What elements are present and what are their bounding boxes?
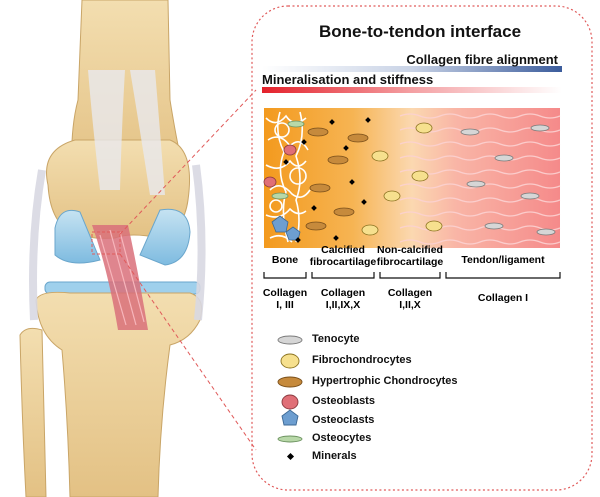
- legend-label-minerals: Minerals: [312, 450, 357, 462]
- tenocyte-icon: [277, 335, 303, 345]
- collagen-label-tendon: Collagen I: [477, 292, 529, 304]
- collagen-alignment-label: Collagen fibre alignment: [406, 52, 558, 67]
- zone-brackets: [263, 272, 561, 279]
- osteocyte-icon: [277, 435, 303, 443]
- collagen-alignment-bar: [262, 66, 562, 72]
- zoom-line-bottom: [119, 253, 257, 451]
- osteoblast-icon: [281, 394, 299, 410]
- legend-label-fibrochondrocytes: Fibrochondrocytes: [312, 354, 412, 366]
- knee-illustration: [19, 0, 206, 497]
- interface-frame: [251, 5, 593, 491]
- legend-label-osteoblasts: Osteoblasts: [312, 395, 375, 407]
- legend-label-tenocyte: Tenocyte: [312, 333, 360, 345]
- zone-label-tendon: Tendon/ligament: [461, 254, 545, 266]
- mineralisation-label: Mineralisation and stiffness: [262, 72, 434, 87]
- zoom-line-top: [119, 89, 257, 235]
- fibrochondrocyte-icon: [280, 353, 300, 369]
- tissue-panel: [263, 108, 561, 248]
- mineral-icon: [286, 452, 295, 461]
- hypertrophic-chondrocyte-icon: [277, 376, 303, 388]
- legend-label-osteoclasts: Osteoclasts: [312, 414, 375, 426]
- zone-label-bone: Bone: [271, 254, 299, 266]
- page-title: Bone-to-tendon interface: [318, 22, 522, 41]
- legend-label-hypertrophic-chondrocytes: Hypertrophic Chondrocytes: [312, 375, 458, 387]
- mineralisation-bar: [262, 87, 562, 93]
- legend-label-osteocytes: Osteocytes: [312, 432, 372, 444]
- osteoclast-icon: [281, 409, 299, 426]
